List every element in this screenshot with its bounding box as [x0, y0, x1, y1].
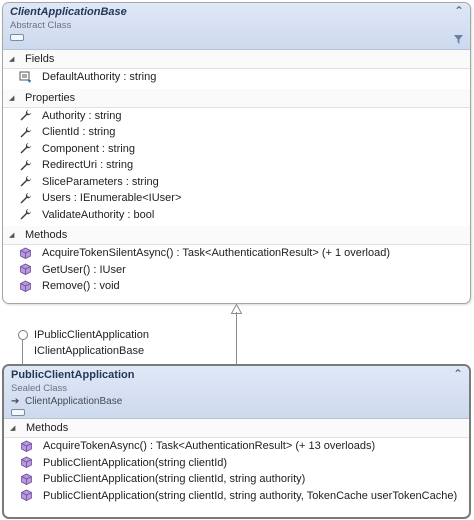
member-row[interactable]: ValidateAuthority : bool: [3, 207, 470, 224]
class-stereotype: Sealed Class: [11, 383, 67, 394]
member-field[interactable]: DefaultAuthority : string: [3, 69, 470, 86]
interface-label-ipublicclientapplication[interactable]: IPublicClientApplication: [34, 329, 149, 341]
member-label: PublicClientApplication(string clientId,…: [43, 473, 306, 486]
collapse-triangle-icon[interactable]: ◢: [9, 232, 15, 239]
member-label: Remove() : void: [42, 280, 120, 293]
collapse-details-icon[interactable]: [11, 409, 25, 416]
section-title: Fields: [25, 53, 55, 65]
chevron-up-icon[interactable]: ⌃: [452, 367, 463, 381]
class-name: PublicClientApplication: [11, 369, 135, 381]
method-cube-icon: [18, 246, 32, 260]
member-row[interactable]: Authority : string: [3, 108, 470, 125]
section-header-methods[interactable]: ◢ Methods: [3, 226, 470, 245]
wrench-icon: [18, 142, 32, 156]
member-row[interactable]: PublicClientApplication(string clientId,…: [4, 488, 469, 505]
member-row[interactable]: RedirectUri : string: [3, 157, 470, 174]
interface-stem: [22, 340, 23, 365]
wrench-icon: [18, 208, 32, 222]
member-label: GetUser() : IUser: [42, 263, 126, 276]
field-icon: [18, 70, 32, 84]
member-label: Component : string: [42, 142, 135, 155]
method-cube-icon: [19, 489, 33, 503]
inherits-label: ClientApplicationBase: [25, 396, 123, 407]
wrench-icon: [18, 109, 32, 123]
member-row[interactable]: Users : IEnumerable<IUser>: [3, 190, 470, 207]
member-row[interactable]: GetUser() : IUser: [3, 262, 470, 279]
class-shape-clientapplicationbase[interactable]: ClientApplicationBase Abstract Class ⌃ ◢…: [2, 2, 471, 304]
member-row[interactable]: AcquireTokenSilentAsync() : Task<Authent…: [3, 245, 470, 262]
collapse-triangle-icon[interactable]: ◢: [9, 94, 15, 102]
filter-icon[interactable]: [454, 35, 463, 44]
member-row[interactable]: SliceParameters : string: [3, 174, 470, 191]
member-row[interactable]: Remove() : void: [3, 278, 470, 295]
member-label: PublicClientApplication(string clientId): [43, 456, 228, 469]
member-label: RedirectUri : string: [42, 159, 134, 172]
class-name: ClientApplicationBase: [10, 6, 127, 18]
section-title: Properties: [25, 91, 76, 104]
wrench-icon: [18, 175, 32, 189]
method-cube-icon: [18, 263, 32, 277]
wrench-icon: [18, 158, 32, 172]
method-cube-icon: [19, 472, 33, 486]
member-label: AcquireTokenSilentAsync() : Task<Authent…: [42, 247, 391, 260]
section-header-methods[interactable]: ◢ Methods: [4, 419, 469, 438]
interface-label-iclientapplicationbase[interactable]: IClientApplicationBase: [34, 345, 145, 357]
member-label: Authority : string: [42, 109, 122, 122]
member-label: ClientId : string: [42, 126, 116, 139]
section-title: Methods: [25, 229, 68, 241]
inheritance-line[interactable]: [236, 312, 237, 364]
member-row[interactable]: PublicClientApplication(string clientId,…: [4, 471, 469, 488]
class-stereotype: Abstract Class: [10, 20, 72, 31]
section-header-properties[interactable]: ◢ Properties: [3, 88, 470, 108]
inheritance-arrow-icon: ➔: [11, 396, 20, 407]
class-header[interactable]: PublicClientApplication Sealed Class ➔ C…: [4, 366, 469, 419]
member-label: ValidateAuthority : bool: [42, 208, 155, 221]
class-header[interactable]: ClientApplicationBase Abstract Class ⌃: [3, 3, 470, 50]
lollipop-interface-icon: [18, 330, 28, 340]
collapse-triangle-icon[interactable]: ◢: [9, 56, 15, 63]
method-cube-icon: [19, 456, 33, 470]
member-row[interactable]: PublicClientApplication(string clientId): [4, 455, 469, 472]
member-label: AcquireTokenAsync() : Task<Authenticatio…: [43, 440, 376, 453]
member-label: PublicClientApplication(string clientId,…: [43, 489, 458, 502]
wrench-icon: [18, 125, 32, 139]
member-label: DefaultAuthority : string: [42, 71, 157, 84]
chevron-up-icon[interactable]: ⌃: [453, 4, 464, 18]
wrench-icon: [18, 191, 32, 205]
section-header-fields[interactable]: ◢ Fields: [3, 50, 470, 69]
class-shape-publicclientapplication[interactable]: PublicClientApplication Sealed Class ➔ C…: [2, 364, 471, 519]
member-row[interactable]: Component : string: [3, 141, 470, 158]
collapse-triangle-icon[interactable]: ◢: [10, 425, 16, 432]
method-cube-icon: [18, 279, 32, 293]
member-row[interactable]: ClientId : string: [3, 124, 470, 141]
collapse-details-icon[interactable]: [10, 34, 24, 41]
member-label: Users : IEnumerable<IUser>: [42, 192, 182, 205]
inherits-row: ➔ ClientApplicationBase: [11, 396, 463, 407]
member-row[interactable]: AcquireTokenAsync() : Task<Authenticatio…: [4, 438, 469, 455]
member-label: SliceParameters : string: [42, 175, 159, 188]
section-title: Methods: [26, 422, 69, 434]
method-cube-icon: [19, 439, 33, 453]
